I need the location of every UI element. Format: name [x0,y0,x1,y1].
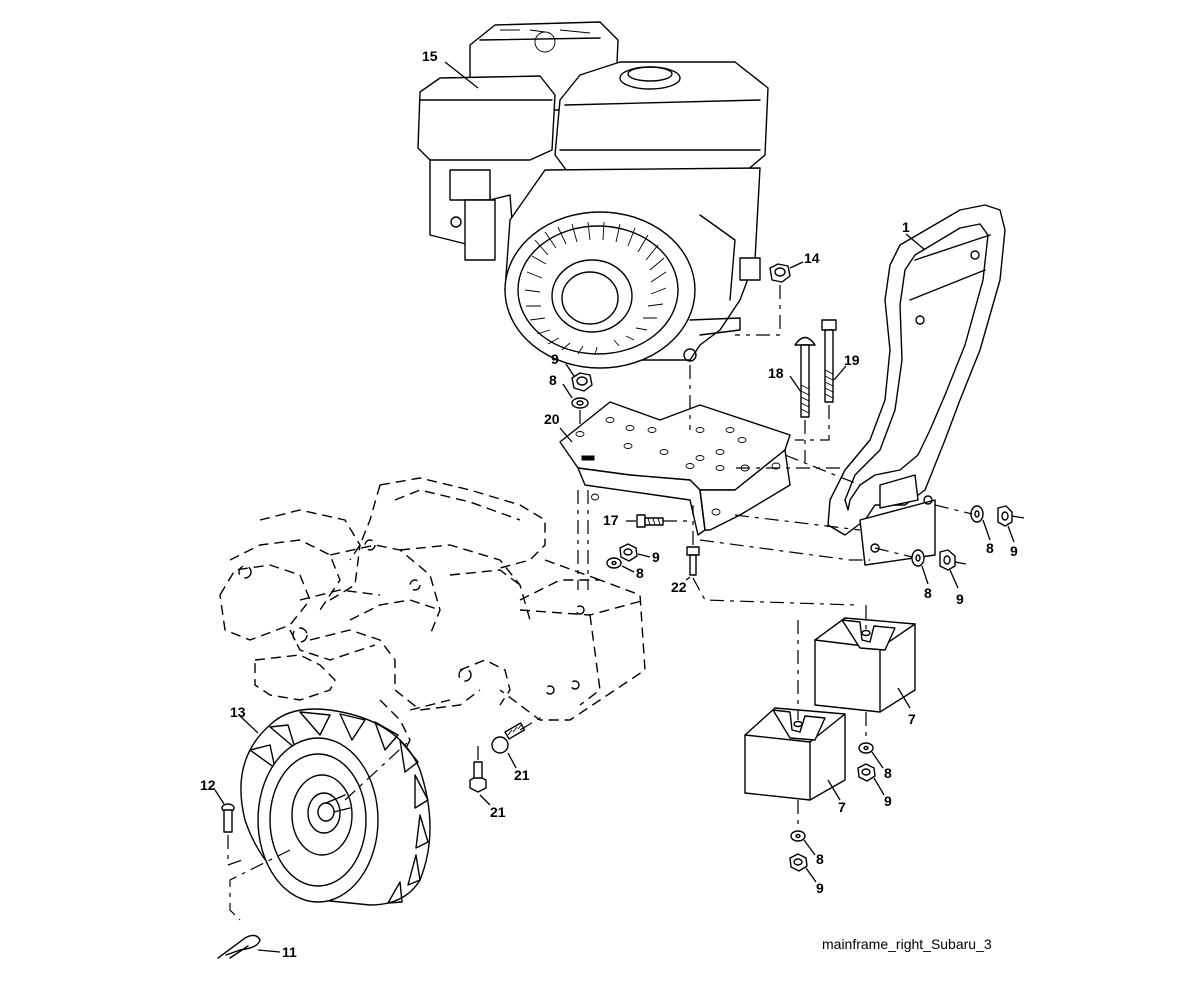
nut-14 [769,263,791,283]
engine-assembly [417,21,769,369]
callout-13: 13 [230,704,246,720]
hex-bolt-19 [821,319,837,403]
wheel-assembly [240,708,431,906]
nut-9-right-lower [939,549,956,571]
callout-8: 8 [636,565,644,581]
callout-9: 9 [884,793,892,809]
bolt-17 [636,514,664,528]
bolt-22 [686,546,700,576]
callout-8: 8 [924,585,932,601]
callout-9: 9 [956,591,964,607]
callout-7: 7 [838,799,846,815]
nut-9-center [619,543,638,562]
callout-22: 22 [671,579,687,595]
callout-9: 9 [551,351,559,367]
callout-20: 20 [544,411,560,427]
nut-9-block-lower [789,853,808,872]
nut-9-right-upper [997,505,1013,527]
callout-11: 11 [282,944,297,960]
washer-8-block-upper [858,742,874,754]
callout-9: 9 [652,549,660,565]
hairpin-clip-11 [217,934,261,959]
callout-7: 7 [908,711,916,727]
callout-19: 19 [844,352,860,368]
callout-8: 8 [986,540,994,556]
diagram-caption: mainframe_right_Subaru_3 [822,936,992,952]
front-bumper-handle [827,204,1006,566]
washer-8-top [571,397,589,409]
washer-8-center [606,557,622,569]
callout-12: 12 [200,777,216,793]
tiller-frame-phantom [219,477,646,761]
weight-block-lower [744,707,846,801]
washer-8-block-lower [790,830,806,842]
callout-1: 1 [902,219,910,235]
bolt-21-upper [491,722,526,754]
callout-8: 8 [884,765,892,781]
weight-block-upper [814,617,916,713]
callout-8: 8 [816,851,824,867]
nut-9-block-upper [857,763,876,782]
washer-8-right-upper [970,505,984,523]
callout-9: 9 [816,880,824,896]
callout-17: 17 [603,512,619,528]
callout-15: 15 [422,48,438,64]
callout-21: 21 [490,804,506,820]
engine-mount-plate [559,401,791,536]
washer-8-right-lower [911,549,925,567]
callout-18: 18 [768,365,784,381]
nut-9-top [571,372,593,392]
carriage-bolt-18 [794,336,816,418]
callout-8: 8 [549,372,557,388]
clevis-pin-12 [221,803,235,833]
callout-9: 9 [1010,543,1018,559]
bolt-21-lower [469,761,487,793]
callout-21: 21 [514,767,530,783]
callout-14: 14 [804,250,820,266]
